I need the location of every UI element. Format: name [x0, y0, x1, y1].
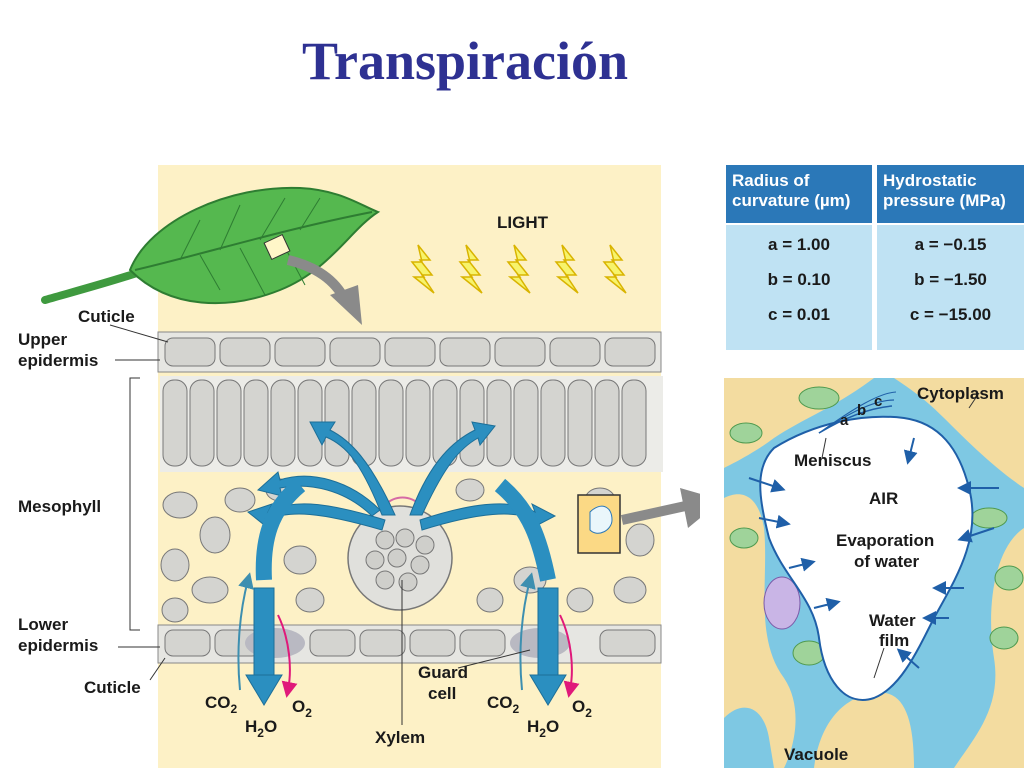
svg-text:CO2: CO2 — [487, 693, 520, 716]
cuticle-bottom-label: Cuticle — [84, 678, 141, 697]
light-bolts-icon — [410, 244, 627, 294]
upper-epidermis — [157, 331, 662, 373]
evaporation-label-2: of water — [854, 552, 920, 571]
table-column-radius: a = 1.00 b = 0.10 c = 0.01 — [726, 225, 872, 350]
o2-arrow-right — [559, 614, 580, 698]
palisade-mesophyll — [160, 376, 663, 472]
table-header-radius: Radius of curvature (µm) — [726, 165, 872, 223]
table-cell: a = −0.15 — [914, 235, 987, 254]
table-header-pressure: Hydrostatic pressure (MPa) — [877, 165, 1024, 223]
curvature-pressure-table: Radius of curvature (µm) Hydrostatic pre… — [726, 165, 1024, 350]
o2-arrow-left — [277, 614, 298, 698]
gas-labels-right: CO2 O2 H2O — [487, 693, 592, 740]
table-cell: b = 0.10 — [767, 270, 831, 289]
xylem-label: Xylem — [375, 728, 425, 747]
zoom-box-spongy — [577, 494, 621, 554]
light-label: LIGHT — [497, 213, 549, 232]
svg-text:O2: O2 — [292, 697, 312, 720]
vascular-bundle-xylem — [347, 496, 453, 611]
meniscus-b-label: b — [857, 402, 866, 419]
guard-cell-label-2: cell — [428, 684, 456, 703]
table-cell: b = −1.50 — [914, 270, 987, 289]
air-space — [759, 415, 974, 701]
cytoplasm-label: Cytoplasm — [917, 384, 1004, 403]
meniscus-label: Meniscus — [794, 451, 871, 470]
lower-epidermis-label-2: epidermis — [18, 636, 98, 655]
table-cell: c = 0.01 — [768, 305, 830, 324]
svg-text:O2: O2 — [572, 697, 592, 720]
leaf-icon — [41, 186, 381, 305]
air-space-detail-diagram: Cytoplasm a b c Meniscus AIR Evaporation… — [724, 378, 1024, 768]
upper-epidermis-label-1: Upper — [18, 330, 68, 349]
co2-arrow-left — [237, 572, 254, 691]
leaf-cross-section-diagram: LIGHT — [18, 165, 700, 768]
svg-text:H2O: H2O — [245, 717, 277, 740]
lower-epidermis-label-1: Lower — [18, 615, 68, 634]
co2-arrow-right — [519, 572, 536, 691]
svg-text:H2O: H2O — [527, 717, 559, 740]
table-cell: a = 1.00 — [768, 235, 830, 254]
meniscus-c-label: c — [874, 393, 882, 410]
upper-epidermis-label-2: epidermis — [18, 351, 98, 370]
air-label: AIR — [869, 489, 898, 508]
evaporation-label-1: Evaporation — [836, 531, 934, 550]
vacuole-label: Vacuole — [784, 745, 848, 764]
gas-labels-left: CO2 O2 H2O — [205, 693, 312, 740]
cuticle-top-label: Cuticle — [78, 307, 135, 326]
zoom-arrow-detail — [620, 500, 692, 525]
svg-text:CO2: CO2 — [205, 693, 238, 716]
table-cell: c = −15.00 — [909, 305, 992, 324]
guard-cell-label-1: Guard — [418, 663, 468, 682]
nucleus-icon — [763, 576, 801, 630]
water-film-label-2: film — [879, 631, 909, 650]
page-title: Transpiración — [301, 31, 629, 91]
lower-epidermis — [157, 624, 662, 664]
water-film-label-1: Water — [869, 611, 916, 630]
table-column-pressure: a = −0.15 b = −1.50 c = −15.00 — [877, 225, 1024, 350]
meniscus-a-label: a — [840, 412, 849, 429]
mesophyll-label: Mesophyll — [18, 497, 101, 516]
